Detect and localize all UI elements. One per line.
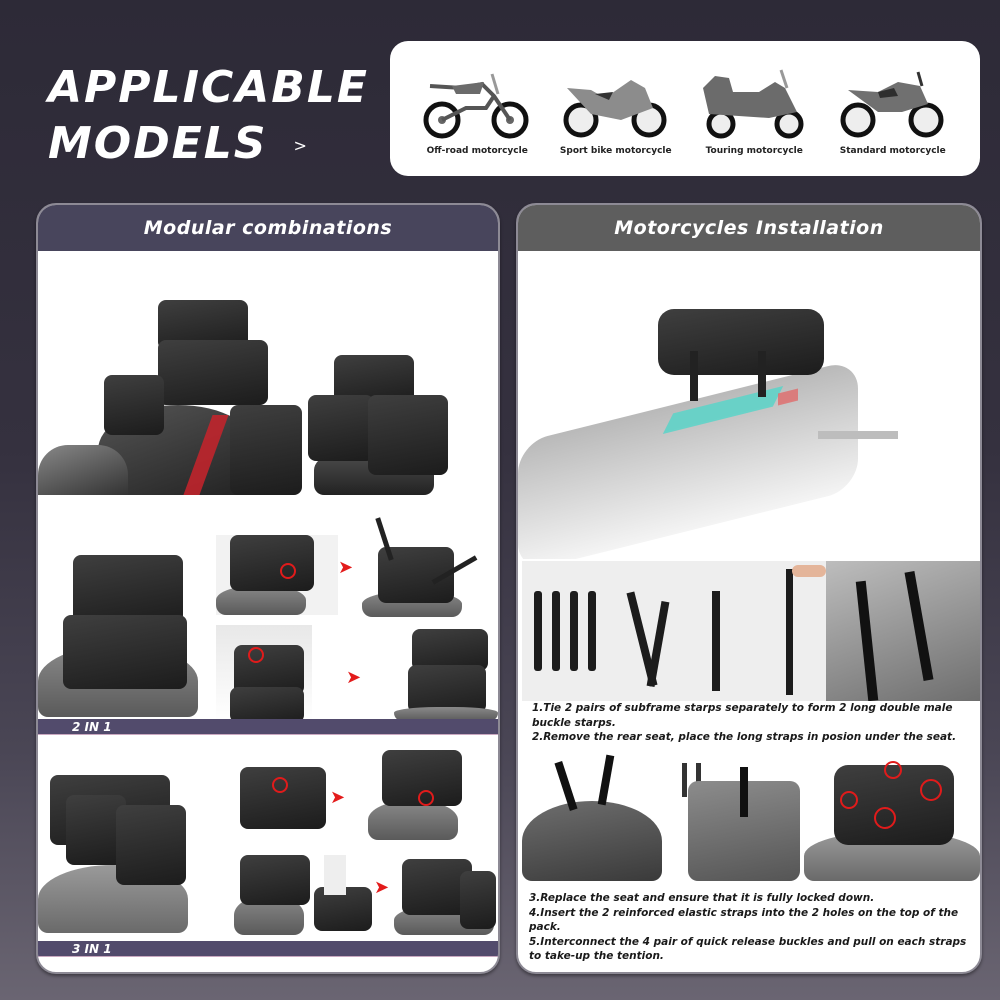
- modular-combinations-panel: Modular combinations ➤ ➤: [36, 203, 500, 974]
- model-sport: Sport bike motorcycle: [551, 68, 681, 156]
- section-label-3in1: 3 IN 1: [38, 941, 498, 957]
- headline-line1: APPLICABLE: [48, 62, 369, 113]
- highlight-circle: [248, 647, 264, 663]
- install-steps-1-2: 1.Tie 2 pairs of subframe starps separat…: [532, 701, 980, 745]
- standard-motorcycle-icon: [840, 71, 944, 138]
- installed-tail-bag-photo: [518, 251, 980, 559]
- highlight-circle: [874, 807, 896, 829]
- touring-motorcycle-icon: [703, 69, 804, 139]
- arrow-right-icon: ➤: [346, 667, 362, 688]
- highlight-circle: [920, 779, 942, 801]
- step-3: 3.Replace the seat and ensure that it is…: [529, 892, 875, 904]
- section-label-2in1: 2 IN 1: [38, 719, 498, 735]
- two-in-one-step1-photo: [216, 535, 338, 615]
- chevron-right-icon: >: [293, 136, 309, 155]
- step-2: 2.Remove the rear seat, place the long s…: [532, 731, 957, 743]
- model-label: Sport bike motorcycle: [559, 146, 672, 156]
- two-in-one-main-photo: [38, 535, 198, 717]
- page-headline: APPLICABLE MODELS>: [48, 60, 369, 174]
- highlight-circle: [280, 563, 296, 579]
- seat-replace-photo: [522, 751, 668, 881]
- highlight-circle: [884, 761, 902, 779]
- product-photo-full-set: [38, 295, 498, 495]
- step-5: 5.Interconnect the 4 pair of quick relea…: [529, 935, 967, 963]
- highlight-circle: [272, 777, 288, 793]
- motorcycles-installation-panel: Motorcycles Installation 1.Tie 2 pairs o…: [516, 203, 982, 974]
- applicable-models-card: Off-road motorcycle Sport bike motorcycl…: [390, 41, 980, 176]
- highlight-circle: [418, 790, 434, 806]
- two-in-one-result-photo: [394, 625, 498, 721]
- arrow-right-icon: ➤: [374, 877, 390, 898]
- three-in-one-step1-photo: [238, 765, 330, 831]
- strap-preparation-photo: [522, 561, 826, 701]
- three-in-one-main-photo: [38, 745, 198, 933]
- arrow-right-icon: ➤: [338, 557, 354, 578]
- step-1: 1.Tie 2 pairs of subframe starps separat…: [532, 702, 953, 729]
- elastic-straps-photo: [668, 751, 800, 881]
- model-label: Off-road motorcycle: [426, 146, 528, 156]
- sport-motorcycle-icon: [563, 80, 667, 138]
- arrow-right-icon: ➤: [330, 787, 346, 808]
- headline-line2: MODELS>: [48, 118, 309, 169]
- install-steps-3-5: 3.Replace the seat and ensure that it is…: [529, 891, 969, 964]
- model-label: Touring motorcycle: [705, 146, 803, 156]
- step-4: 4.Insert the 2 reinforced elastic straps…: [529, 906, 959, 934]
- two-in-one-step3-photo: [216, 625, 312, 721]
- buckles-connected-photo: [804, 751, 980, 881]
- three-in-one-step3-photo: [234, 855, 374, 935]
- three-in-one-step2-photo: [368, 750, 478, 840]
- two-in-one-step2-photo: [352, 517, 498, 617]
- three-in-one-result-photo: [394, 855, 498, 935]
- offroad-motorcycle-icon: [423, 73, 529, 139]
- straps-under-seat-photo: [826, 561, 980, 701]
- panel-title: Motorcycles Installation: [518, 205, 980, 251]
- model-standard: Standard motorcycle: [828, 68, 958, 156]
- model-label: Standard motorcycle: [839, 146, 946, 156]
- model-offroad: Off-road motorcycle: [412, 68, 542, 156]
- model-touring: Touring motorcycle: [689, 68, 819, 156]
- panel-title: Modular combinations: [38, 205, 498, 251]
- highlight-circle: [840, 791, 858, 809]
